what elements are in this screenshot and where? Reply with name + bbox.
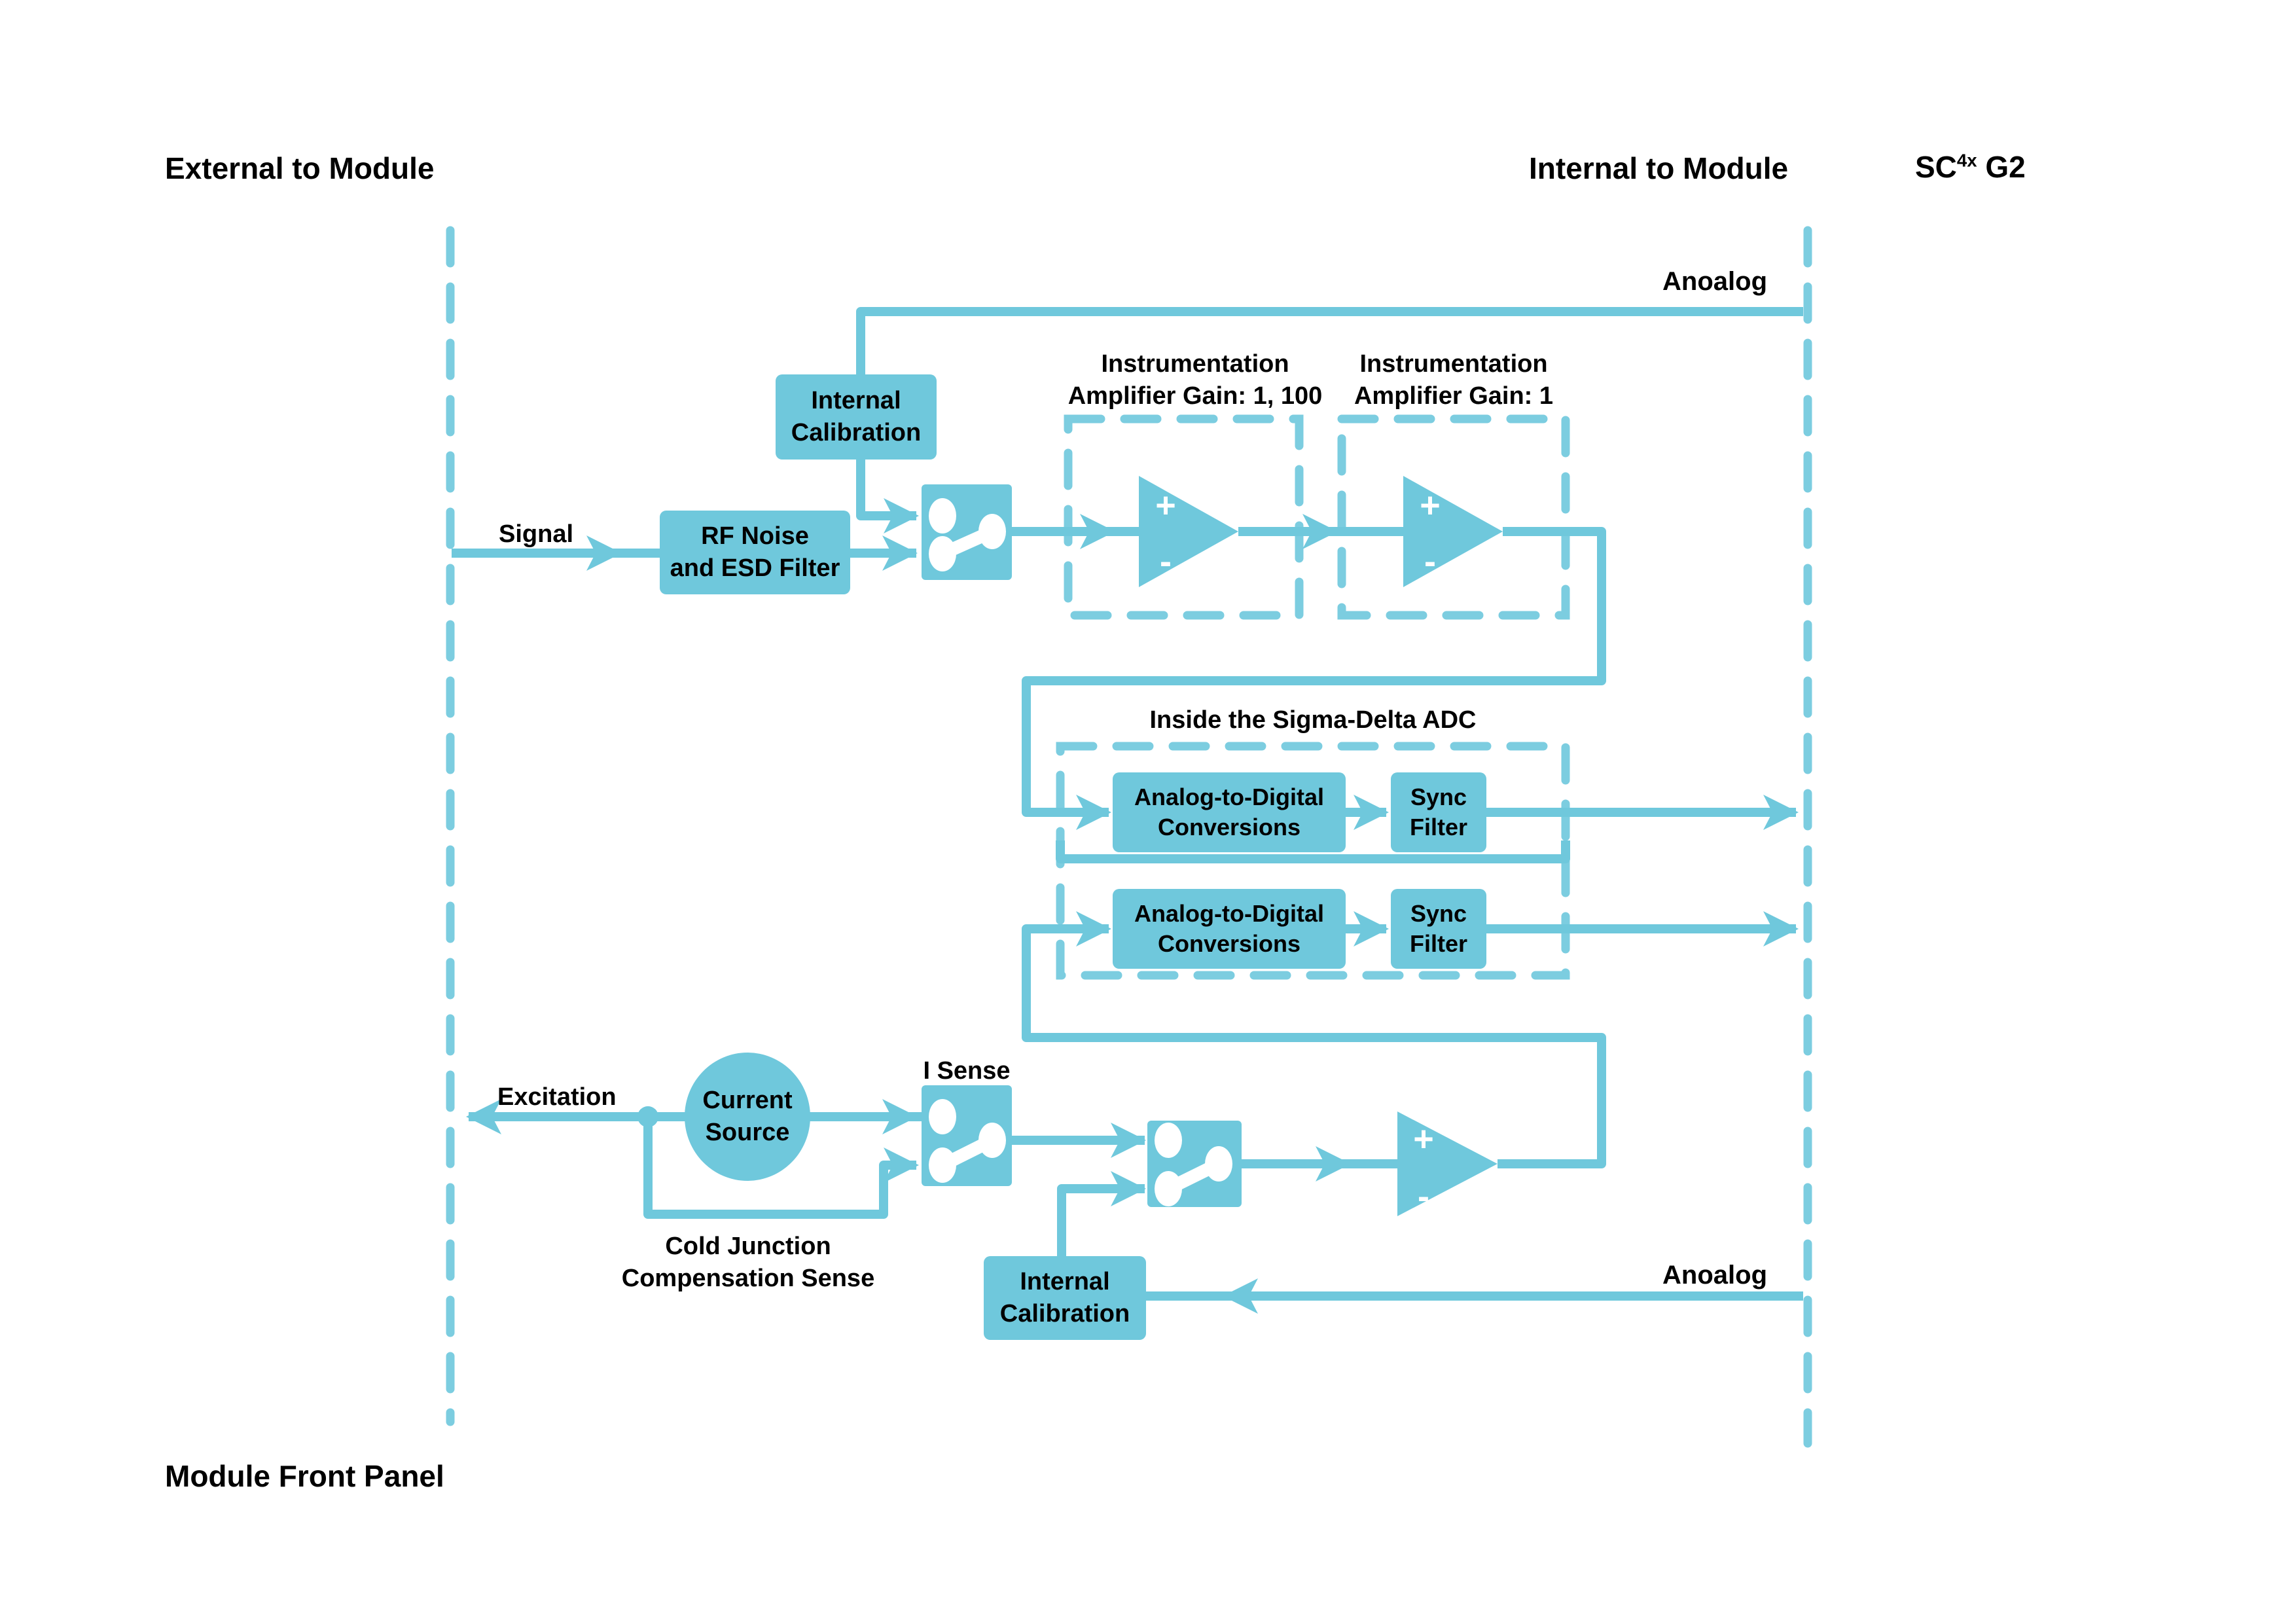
block-label-line2: Filter xyxy=(1409,930,1467,957)
switch-terminal xyxy=(978,514,1006,549)
arrowhead xyxy=(1076,911,1111,947)
arrowhead-left xyxy=(1223,1278,1258,1314)
inamp2-triangle xyxy=(1403,476,1503,587)
junction-dot xyxy=(637,1106,658,1127)
current-source-label: Current Source xyxy=(685,1080,810,1153)
arrowhead xyxy=(884,498,919,533)
sigma-delta-title: Inside the Sigma-Delta ADC xyxy=(1149,706,1477,734)
sync-filter-block-2: Sync Filter xyxy=(1391,889,1486,969)
arrowhead-left xyxy=(466,1099,501,1134)
excitation-label: Excitation xyxy=(497,1083,617,1111)
inamp1-caption: Instrumentation Amplifier Gain: 1, 100 xyxy=(1051,348,1339,413)
block-label-line1: Internal xyxy=(1020,1268,1110,1296)
arrowhead xyxy=(1354,911,1389,947)
adc-conversions-block-2: Analog-to-Digital Conversions xyxy=(1113,889,1346,969)
inamp1-triangle xyxy=(1139,476,1238,587)
switch-terminal xyxy=(929,536,956,571)
external-to-module-heading: External to Module xyxy=(165,151,435,185)
product-name: SC4x G2 xyxy=(1915,148,2026,187)
block-label-line1: Current xyxy=(702,1087,793,1115)
inamp1-dashed-box xyxy=(1064,414,1304,620)
switch-terminal xyxy=(1205,1146,1232,1182)
arrowhead xyxy=(1316,1146,1351,1182)
arrowhead xyxy=(1111,1123,1146,1158)
arrowhead xyxy=(1763,911,1799,947)
cold-junction-label: Cold Junction Compensation Sense xyxy=(602,1231,894,1295)
block-label-line1: Analog-to-Digital xyxy=(1134,783,1324,810)
switch-terminal xyxy=(929,1147,956,1183)
arrowhead xyxy=(882,535,918,571)
product-name-prefix: SC xyxy=(1915,150,1957,184)
inamp1-caption-line1: Instrumentation xyxy=(1101,350,1289,378)
inamp2-caption-line2: Amplifier Gain: 1 xyxy=(1354,382,1554,410)
arrowhead xyxy=(1080,514,1115,549)
current-source-circle xyxy=(685,1053,810,1181)
arrowhead xyxy=(1302,514,1338,549)
cold-junction-line2: Compensation Sense xyxy=(621,1265,875,1293)
inamp2-plus-sign: + xyxy=(1420,486,1441,525)
module-boundaries xyxy=(446,226,1812,1448)
block-label-line2: Filter xyxy=(1409,814,1467,840)
sense-amp-minus-sign: - xyxy=(1418,1177,1429,1216)
arrowhead xyxy=(1076,795,1111,830)
amplifiers xyxy=(1139,476,1503,1216)
switch3-cal-sense xyxy=(1147,1121,1242,1207)
wire-analog-top-feed xyxy=(856,307,1803,374)
block-label-line1: Sync xyxy=(1410,899,1467,927)
arrowhead xyxy=(882,1099,918,1134)
switch-terminal xyxy=(929,1099,956,1134)
module-front-panel-heading: Module Front Panel xyxy=(165,1459,444,1493)
block-label-line2: Conversions xyxy=(1157,930,1301,957)
analog-bottom-label: Anoalog xyxy=(1662,1261,1767,1290)
switch2-i-sense xyxy=(922,1085,1012,1186)
block-label-line1: Internal xyxy=(811,387,901,415)
block-label-line2: and ESD Filter xyxy=(670,554,840,582)
inamp1-caption-line2: Amplifier Gain: 1, 100 xyxy=(1067,382,1323,410)
wire-amp2-to-adc1 xyxy=(1022,527,1606,817)
switch1-signal-cal xyxy=(922,484,1012,580)
arrowhead xyxy=(1763,795,1799,830)
cold-junction-line1: Cold Junction xyxy=(665,1233,831,1260)
block-label-line1: RF Noise xyxy=(701,522,809,550)
inamp2-dashed-box xyxy=(1337,414,1570,620)
arrowhead xyxy=(884,1147,919,1183)
internal-calibration-top-block: Internal Calibration xyxy=(776,374,937,460)
block-label-line1: Analog-to-Digital xyxy=(1134,899,1324,927)
wire-amp3-to-adc2 xyxy=(1022,924,1606,1168)
block-label-line2: Conversions xyxy=(1157,814,1301,840)
inamp2-minus-sign: - xyxy=(1424,542,1436,581)
block-label-line2: Calibration xyxy=(999,1300,1130,1327)
wire-cal2-to-switch3 xyxy=(1057,1184,1145,1256)
internal-to-module-heading: Internal to Module xyxy=(1529,151,1789,185)
i-sense-label: I Sense xyxy=(923,1057,1011,1085)
arrowheads xyxy=(466,498,1799,1314)
internal-calibration-bottom-block: Internal Calibration xyxy=(984,1256,1146,1340)
block-label-line2: Calibration xyxy=(791,419,922,446)
switch-terminal xyxy=(929,498,956,533)
block-label-line2: Source xyxy=(705,1119,790,1146)
switch-terminal xyxy=(978,1123,1006,1158)
wire-adc-row-divider xyxy=(1056,840,1570,863)
arrowhead xyxy=(586,535,622,571)
inamp2-caption: Instrumentation Amplifier Gain: 1 xyxy=(1323,348,1585,413)
sense-amp-plus-sign: + xyxy=(1413,1119,1434,1159)
switch-terminal xyxy=(1155,1171,1182,1206)
signal-label: Signal xyxy=(499,520,574,548)
inamp1-plus-sign: + xyxy=(1155,486,1176,525)
inamp2-caption-line1: Instrumentation xyxy=(1359,350,1548,378)
sense-amp-triangle xyxy=(1397,1111,1498,1216)
adc-conversions-block-1: Analog-to-Digital Conversions xyxy=(1113,772,1346,852)
rf-noise-esd-filter-block: RF Noise and ESD Filter xyxy=(660,511,850,594)
arrowhead xyxy=(1111,1171,1146,1206)
product-name-superscript: 4x xyxy=(1956,150,1977,171)
sync-filter-block-1: Sync Filter xyxy=(1391,772,1486,852)
analog-top-label: Anoalog xyxy=(1662,267,1767,296)
block-label-line1: Sync xyxy=(1410,783,1467,810)
product-name-suffix: G2 xyxy=(1977,150,2026,184)
arrowhead xyxy=(1354,795,1389,830)
inamp1-minus-sign: - xyxy=(1160,542,1172,581)
switch-terminal xyxy=(1155,1123,1182,1158)
